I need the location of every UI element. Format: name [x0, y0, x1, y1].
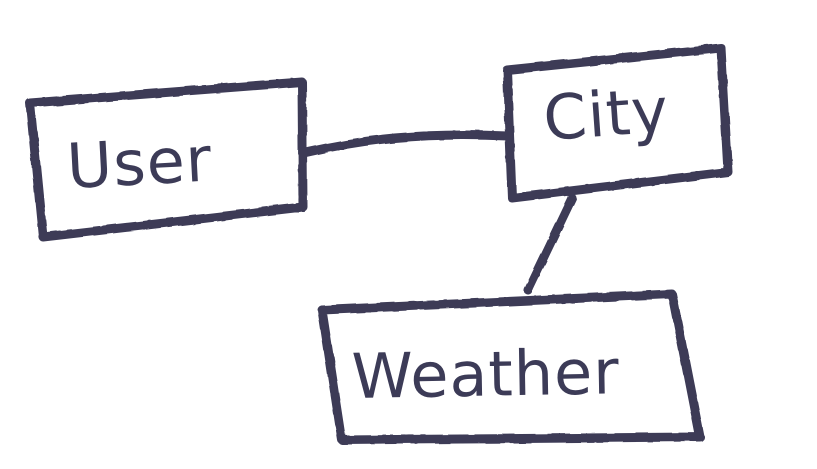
edge-city-weather — [523, 193, 577, 295]
node-label-weather: Weather — [351, 335, 620, 413]
node-label-city: City — [541, 73, 671, 155]
node-box-weather — [317, 289, 705, 445]
node-box-city — [502, 43, 733, 203]
node-label-user: User — [65, 122, 214, 203]
node-box-user — [25, 77, 308, 242]
edge-user-city — [303, 130, 513, 157]
